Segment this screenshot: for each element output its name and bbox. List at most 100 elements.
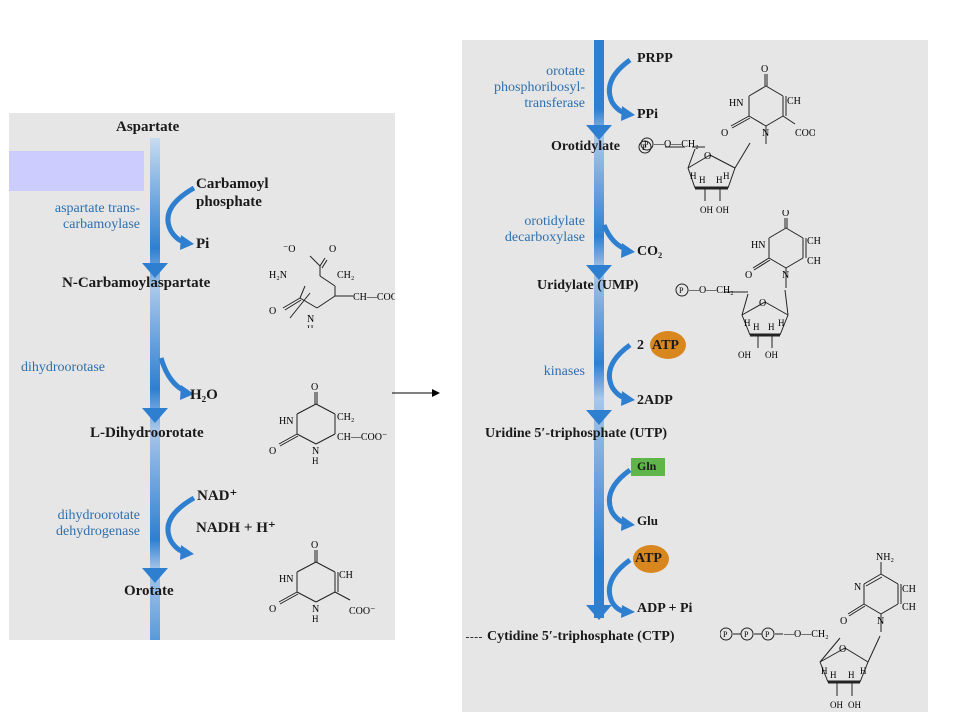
svg-text:O: O [761, 64, 768, 75]
nadh-label: NADH + H⁺ [196, 520, 276, 536]
svg-text:H₂N: H₂N [269, 270, 287, 281]
panel-connector-arrow [392, 389, 440, 397]
svg-text:CH₂: CH₂ [337, 270, 354, 281]
prpp-label: PRPP [637, 51, 673, 66]
svg-text:P: P [644, 140, 649, 149]
svg-text:H: H [312, 614, 319, 624]
aspartate-label: Aspartate [116, 119, 180, 135]
atp-label-2: ATP [635, 551, 662, 566]
svg-text:H: H [830, 670, 837, 680]
svg-text:O: O [269, 446, 276, 457]
svg-text:O: O [782, 210, 789, 219]
svg-text:P: P [765, 630, 770, 639]
ctp-label: Cytidine 5′-triphosphate (CTP) [487, 629, 675, 644]
svg-text:HN: HN [751, 240, 765, 251]
svg-text:H: H [307, 324, 314, 328]
svg-text:H: H [768, 322, 775, 332]
svg-text:H: H [699, 175, 706, 185]
svg-text:O: O [839, 644, 846, 655]
svg-text:—O—CH₂: —O—CH₂ [688, 285, 734, 296]
glu-label: Glu [637, 513, 658, 528]
svg-text:NH₂: NH₂ [876, 552, 894, 563]
enzyme-dihydroorotate-dehydrogenase: dihydroorotate dehydrogenase [56, 508, 140, 539]
svg-text:H: H [848, 670, 855, 680]
co2-label: CO₂ [637, 244, 663, 259]
ppi-label: PPi [637, 107, 658, 122]
svg-text:H: H [744, 318, 751, 328]
svg-text:CH: CH [902, 584, 916, 595]
svg-text:P: P [642, 143, 647, 152]
svg-text:N: N [312, 604, 319, 615]
nad-label: NAD⁺ [197, 488, 238, 504]
svg-text:O: O [840, 616, 847, 627]
svg-text:COO⁻: COO⁻ [349, 606, 375, 617]
pi-label-left: Pi [196, 236, 210, 252]
svg-text:N: N [854, 582, 861, 593]
highlight-box [9, 151, 144, 191]
svg-text:O: O [704, 151, 711, 162]
svg-text:CH₂: CH₂ [337, 412, 354, 423]
adp-pi-label: ADP + Pi [637, 601, 693, 616]
right-arrow-graphic [586, 40, 635, 620]
svg-text:H: H [716, 175, 723, 185]
svg-text:OH: OH [700, 205, 713, 215]
svg-text:OH: OH [738, 350, 751, 360]
left-pathway-panel [9, 113, 395, 640]
svg-text:H: H [312, 456, 319, 466]
two-adp-label: 2ADP [637, 393, 673, 408]
svg-text:⁻O: ⁻O [283, 244, 296, 255]
svg-text:O: O [269, 604, 276, 615]
enzyme-dihydroorotase: dihydroorotase [21, 360, 105, 375]
orotidylate-label: Orotidylate [551, 139, 620, 154]
cytosine-structure: NH₂ CH N CH O N [840, 552, 916, 632]
atp-badge-1 [650, 331, 686, 359]
svg-text:H: H [821, 666, 828, 676]
svg-text:OH: OH [765, 350, 778, 360]
svg-text:OH: OH [830, 700, 843, 710]
svg-text:N: N [877, 616, 884, 627]
svg-text:N: N [762, 128, 769, 139]
carbamoyl-phosphate-label: Carbamoyl phosphate [196, 176, 269, 210]
svg-text:N: N [782, 270, 789, 281]
svg-text:O: O [311, 540, 318, 551]
left-arrow-graphic [142, 138, 196, 640]
atp-badge-2 [633, 545, 669, 573]
ctp-dash [466, 637, 482, 638]
svg-text:HN: HN [729, 98, 743, 109]
svg-text:CH: CH [807, 236, 821, 247]
orotate-ring-structure: O CH HN COO⁻ ON [721, 64, 815, 144]
svg-text:H: H [690, 171, 697, 181]
svg-text:CH: CH [339, 570, 353, 581]
svg-text:COO⁻: COO⁻ [795, 128, 815, 139]
enzyme-orotidylate-decarboxylase: orotidylate decarboxylase [504, 214, 585, 245]
svg-text:O: O [721, 128, 728, 139]
svg-text:H: H [778, 318, 785, 328]
gln-label: Gln [637, 459, 657, 473]
svg-text:H: H [723, 171, 730, 181]
enzyme-kinases: kinases [543, 364, 585, 379]
right-pathway-panel [462, 40, 928, 712]
svg-text:N: N [312, 446, 319, 457]
svg-text:HN: HN [279, 416, 293, 427]
svg-text:O: O [745, 270, 752, 281]
l-dihydroorotate-label: L-Dihydroorotate [90, 425, 204, 441]
p-symbol-orotidylate: P [638, 140, 652, 154]
orotate-label: Orotate [124, 583, 174, 599]
two-atp-prefix: 2 [637, 338, 644, 353]
uracil-structure: O CH HN CH O N [745, 210, 821, 288]
atp-label-1: ATP [652, 338, 679, 353]
svg-text:CH: CH [807, 256, 821, 267]
svg-text:CH—COO⁻: CH—COO⁻ [353, 292, 395, 303]
svg-text:O: O [759, 298, 766, 309]
svg-text:P: P [744, 630, 749, 639]
n-carbamoylaspartate-structure: ⁻OO CH₂ H₂N CH—COO⁻ ONH [269, 244, 395, 328]
svg-text:CH: CH [902, 602, 916, 613]
svg-text:O: O [269, 306, 276, 317]
water-label: H₂O [190, 387, 218, 403]
svg-text:OH: OH [848, 700, 861, 710]
svg-text:N: N [307, 314, 314, 325]
